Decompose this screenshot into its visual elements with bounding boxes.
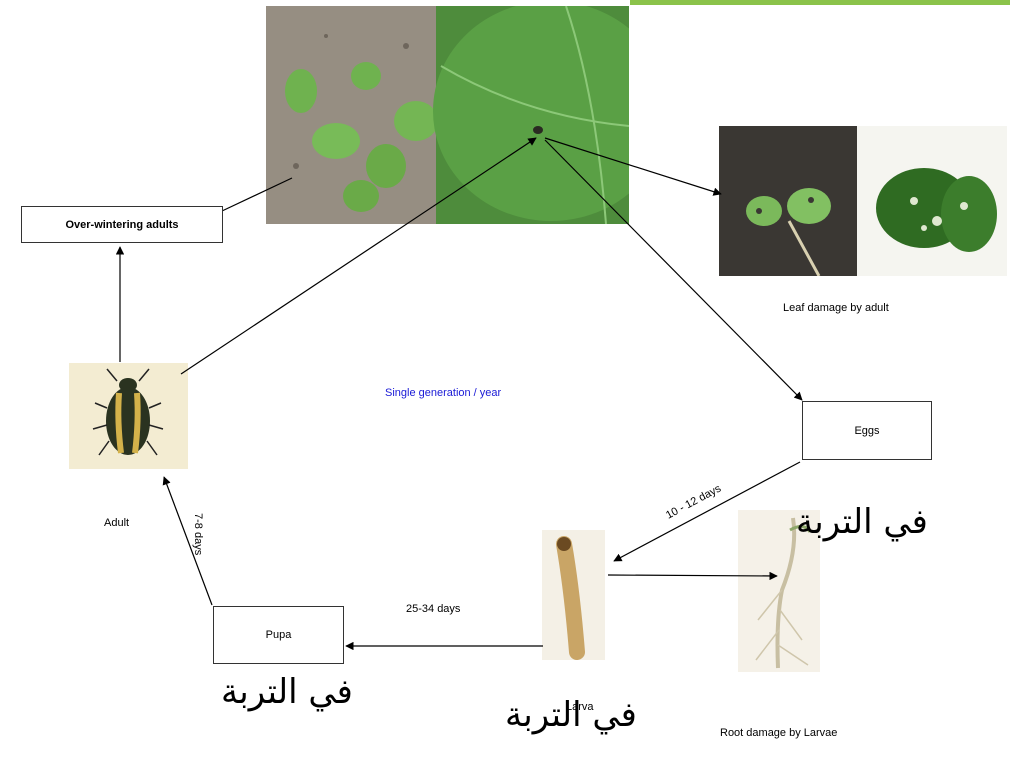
adult-label: Adult <box>104 517 129 529</box>
in-soil-pupa-label: في التربة <box>221 672 353 712</box>
overwintering-adults-box: Over-wintering adults <box>21 206 223 243</box>
line-overwintering-to-photo <box>222 178 292 211</box>
arrow-pupa-to-adult <box>164 477 212 605</box>
leaf-damage-label: Leaf damage by adult <box>783 302 889 314</box>
days-25-34-label: 25-34 days <box>406 603 460 615</box>
root-damage-label: Root damage by Larvae <box>720 727 837 739</box>
arrow-adult-to-leaf <box>181 138 536 374</box>
eggs-box: Eggs <box>802 401 932 460</box>
arrow-eggs-to-larva <box>614 462 800 561</box>
days-7-8-label: 7-8 days <box>192 513 204 555</box>
in-soil-eggs-label: في التربة <box>796 502 928 542</box>
in-soil-larva-label: في التربة <box>505 695 637 735</box>
pupa-box: Pupa <box>213 606 344 664</box>
single-generation-label: Single generation / year <box>385 387 501 399</box>
arrow-larva-to-root <box>608 575 777 576</box>
